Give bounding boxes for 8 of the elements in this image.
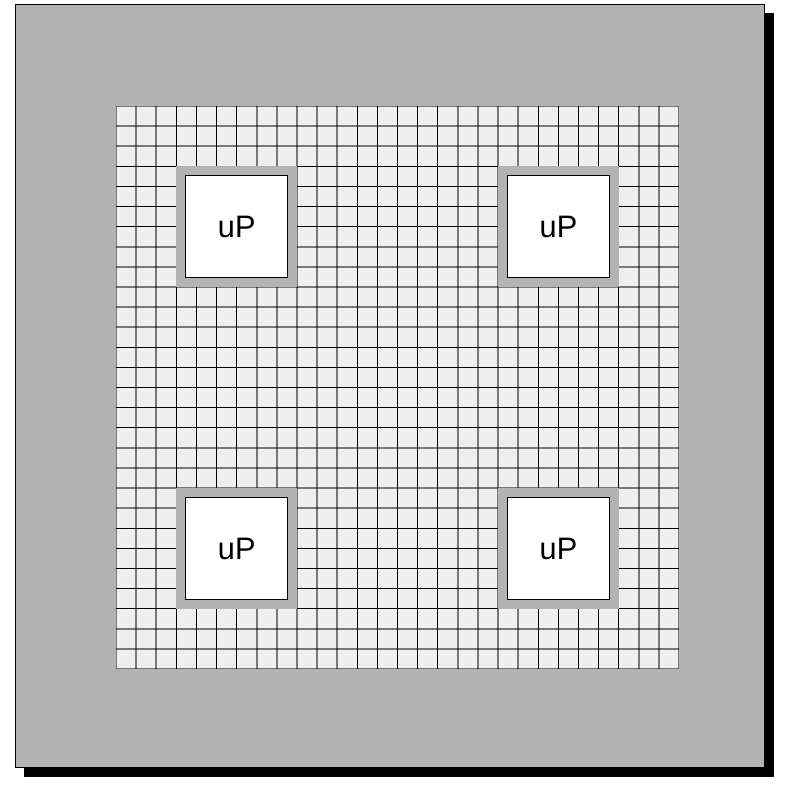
processor-block: [498, 488, 619, 609]
block-label: uP: [539, 532, 578, 564]
processor-block: [498, 166, 619, 287]
block-label: uP: [218, 211, 256, 242]
block-label: uP: [539, 211, 578, 242]
block-label: uP: [218, 532, 256, 564]
processor-block: [176, 166, 297, 287]
processor-block: [176, 488, 297, 609]
